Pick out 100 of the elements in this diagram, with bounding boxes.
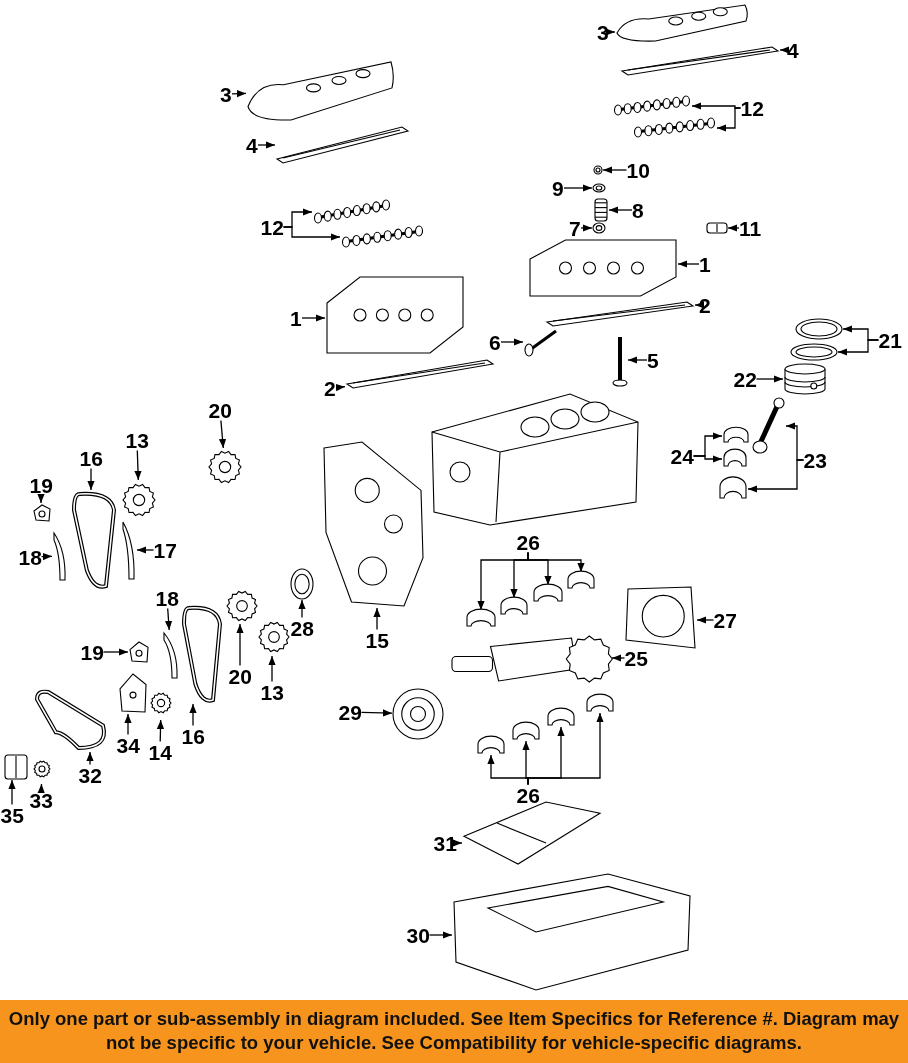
gasket	[620, 45, 780, 77]
callout-number: 17	[153, 539, 177, 561]
rear-seal-housing	[622, 585, 697, 650]
pulley	[392, 688, 444, 740]
timing-cover	[320, 440, 425, 608]
callout-number: 34	[116, 734, 140, 756]
callout-number: 13	[260, 681, 284, 703]
leader-line	[608, 206, 633, 214]
callout-number: 13	[125, 429, 149, 451]
leader-line	[627, 356, 648, 364]
leader-line	[335, 383, 346, 392]
crankshaft	[450, 634, 612, 684]
callout-number: 1	[699, 253, 711, 275]
leader-line	[8, 779, 16, 806]
callout-number: 11	[739, 217, 762, 239]
callout-number: 12	[740, 97, 764, 119]
callout-number: 4	[246, 134, 258, 156]
callout-number: 20	[208, 399, 232, 421]
leader-line	[218, 419, 227, 449]
leader-line	[779, 46, 790, 54]
callout-number: 28	[290, 617, 314, 639]
chain-guide	[162, 630, 180, 680]
callout-number: 35	[0, 804, 24, 826]
leader-line	[837, 339, 880, 356]
callout-number: 4	[787, 39, 799, 61]
connecting-rod	[752, 396, 786, 456]
chain-tensioner	[128, 640, 150, 664]
callout-number: 18	[155, 587, 179, 609]
callout-number: 1	[290, 307, 302, 329]
leader-line	[189, 703, 197, 727]
chain-tensioner	[32, 503, 52, 523]
callout-number: 20	[228, 665, 252, 687]
leader-line	[696, 616, 715, 624]
callout-number: 29	[338, 701, 362, 723]
leader-line	[301, 314, 326, 322]
leader-line	[580, 224, 593, 232]
callout-number: 26	[516, 784, 540, 806]
callout-number: 26	[516, 531, 540, 553]
washer	[592, 183, 606, 193]
callout-number: 33	[29, 789, 53, 811]
callout-number: 16	[181, 725, 205, 747]
chain-guide	[52, 530, 68, 582]
bearing-shell	[476, 737, 506, 755]
chain-guide	[121, 519, 137, 581]
leader-line	[692, 455, 723, 463]
cylinder-head	[528, 238, 678, 298]
bearing-shell	[546, 709, 576, 727]
valve-spring	[593, 198, 609, 222]
leader-line	[136, 546, 155, 554]
leader-line	[156, 719, 165, 743]
gasket	[275, 125, 410, 165]
leader-line	[747, 459, 805, 493]
leader-line	[563, 184, 593, 192]
bearing-shell	[499, 598, 529, 616]
nut	[593, 165, 603, 175]
leader-line	[102, 648, 129, 656]
callout-number: 6	[489, 331, 501, 353]
bearing-shell	[566, 572, 596, 590]
callout-number: 8	[632, 199, 644, 221]
chain-tensioner	[4, 754, 28, 780]
leader-line	[605, 28, 616, 36]
piston-ring	[795, 318, 843, 340]
leader-line	[373, 607, 381, 631]
callout-number: 9	[552, 177, 564, 199]
leader-line	[86, 751, 94, 766]
valve	[612, 335, 628, 387]
sprocket	[226, 588, 258, 624]
callout-number: 21	[878, 329, 902, 351]
leader-line	[428, 931, 453, 939]
leader-line	[282, 226, 341, 241]
oil-pan	[452, 872, 692, 992]
leader-line	[134, 449, 142, 481]
cylinder-head	[325, 275, 465, 355]
leader-line	[231, 90, 247, 98]
chain-tensioner	[118, 672, 148, 714]
camshaft	[312, 200, 392, 224]
callout-number: 19	[29, 474, 53, 496]
callout-number: 24	[670, 445, 694, 467]
bearing-cap	[718, 478, 748, 500]
callout-number: 32	[78, 764, 102, 786]
callout-number: 27	[713, 609, 737, 631]
callout-number: 18	[18, 546, 42, 568]
callout-number: 7	[569, 217, 581, 239]
piston-ring	[790, 343, 838, 361]
notice-banner: Only one part or sub-assembly in diagram included. See Item Specifics for Reference #. Diagram may not be specific to your vehicle. See Compatibility for vehicle-specific diagrams.	[0, 1000, 908, 1063]
leader-line	[677, 260, 700, 268]
callout-number: 3	[220, 83, 232, 105]
callout-number: 12	[260, 216, 284, 238]
gasket	[345, 358, 495, 390]
bearing-shell	[465, 610, 497, 628]
callout-number: 22	[733, 368, 757, 390]
callout-number: 19	[80, 641, 104, 663]
leader-line	[124, 713, 132, 736]
leader-line	[298, 599, 306, 619]
timing-chain	[180, 604, 224, 704]
leader-line	[755, 375, 784, 383]
leader-line	[257, 141, 276, 149]
leader-line	[527, 551, 585, 573]
leader-line	[527, 712, 604, 786]
callout-number: 5	[647, 349, 659, 371]
